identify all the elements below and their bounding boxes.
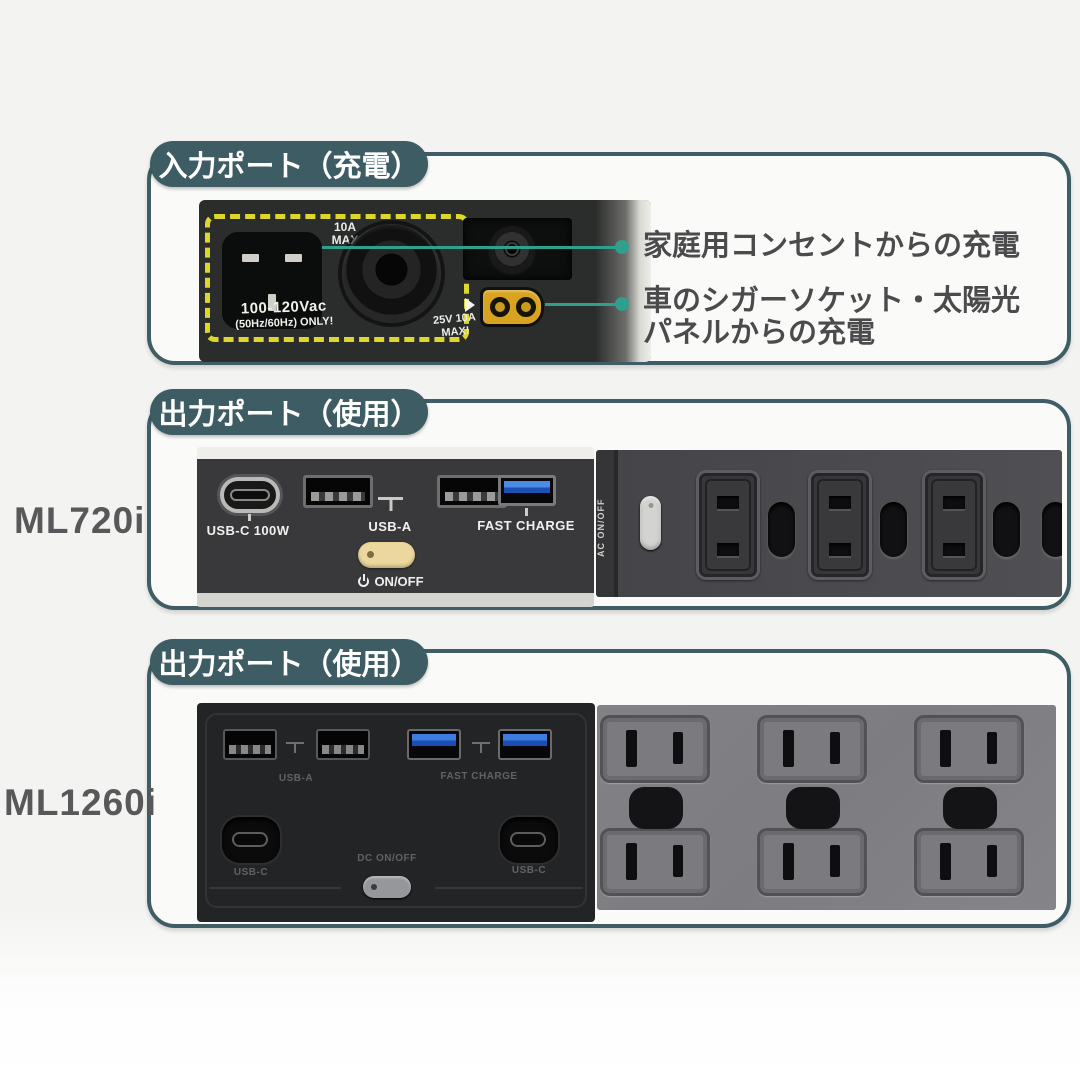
input-ports-badge-label: 入力ポート（充電） (158, 151, 420, 183)
outlet-slot (717, 543, 739, 556)
dc-power-label: DC ON/OFF (357, 853, 417, 864)
fast-charge-usb-port (498, 475, 556, 506)
outlet-slot (829, 496, 851, 509)
ground-hole (629, 787, 683, 829)
ground-hole (943, 787, 997, 829)
ml1260i-output-badge: 出力ポート（使用） (150, 639, 428, 685)
usb-c-port-label: USB-C 100W (206, 523, 290, 538)
voltage-note: 100-120Vac (50Hz/60Hz) ONLY! (209, 297, 360, 331)
xt60-pin (490, 297, 510, 317)
usb-a-port (223, 729, 277, 760)
dc-jack-recess (463, 218, 572, 280)
label-tick (525, 508, 528, 516)
ac-inlet-pin (285, 254, 302, 262)
ac-inlet-socket (222, 232, 322, 329)
outlet-slot (943, 496, 965, 509)
ac-inlet-pin (268, 294, 276, 311)
ac-outlet (600, 715, 710, 783)
ac-outlet-face (705, 479, 751, 571)
ac-outlet (914, 828, 1024, 896)
power-icon (358, 576, 370, 587)
power-button (358, 542, 415, 568)
model-name-ml1260i: ML1260i (4, 782, 158, 823)
fast-charge-usb-port (498, 729, 552, 760)
ml720i-ac-panel-photo: AC ON/OFF (596, 450, 1062, 597)
panel-groove (209, 887, 341, 889)
label-bracket (286, 742, 304, 756)
callout-dot-dc (615, 297, 629, 311)
annotation-ac-charging: 家庭用コンセントからの充電 (643, 230, 1021, 262)
usb-a-port (316, 729, 370, 760)
outlet-slot (943, 543, 965, 556)
vent-hole (1042, 502, 1062, 557)
callout-line-dc (545, 303, 622, 306)
usb-a-ports-label: USB-A (278, 773, 314, 784)
ac-inlet-pin (242, 254, 259, 262)
annotation-dc-charging: 車のシガーソケット・太陽光 パネルからの充電 (643, 285, 1021, 350)
ml1260i-usb-panel-photo: USB-A FAST CHARGE USB-C USB-C DC ON/OFF (197, 703, 595, 922)
dc-jack-hole (505, 242, 519, 256)
outlet-slot (829, 543, 851, 556)
usb-c-port (220, 477, 280, 513)
power-button-label: ON/OFF (374, 574, 424, 589)
callout-dot-ac (615, 240, 629, 254)
panel-outline (205, 713, 587, 908)
xt60-solar-input-connector (480, 287, 544, 327)
ml720i-output-badge-label: 出力ポート（使用） (158, 399, 420, 431)
usb-c-port-label: USB-C (233, 867, 269, 878)
ac-outlet (757, 715, 867, 783)
label-bracket (378, 497, 403, 514)
ac-outlet (600, 828, 710, 896)
fuse-holder (342, 224, 441, 323)
ac-power-button (640, 496, 661, 550)
model-name-ml720i: ML720i (14, 500, 146, 541)
ac-outlet-face (931, 479, 977, 571)
usb-a-port (303, 475, 373, 508)
input-ports-badge: 入力ポート（充電） (150, 141, 428, 187)
fast-charge-usb-port (407, 729, 461, 760)
label-bracket (472, 742, 490, 756)
ac-on-off-vertical-label: AC ON/OFF (596, 498, 606, 558)
usb-a-port (437, 475, 507, 508)
ml1260i-output-badge-label: 出力ポート（使用） (158, 649, 420, 681)
vent-hole (768, 502, 795, 557)
device-edge (595, 200, 651, 362)
ml720i-usb-panel-photo: USB-C 100W USB-A FAST CHARGE ON/OFF (197, 447, 594, 607)
vent-hole (993, 502, 1020, 557)
vent-hole (880, 502, 907, 557)
callout-line-ac (322, 246, 622, 249)
dc-barrel-jack (489, 226, 535, 272)
label-tick (248, 514, 251, 521)
arrow-right-icon (465, 298, 475, 312)
power-button (363, 876, 411, 898)
ac-outlet (808, 470, 872, 580)
usb-c-port (222, 817, 280, 863)
ml1260i-ac-panel-photo (597, 705, 1056, 910)
panel-groove (435, 887, 583, 889)
ac-outlet (696, 470, 760, 580)
ac-outlet (757, 828, 867, 896)
power-button-label-row: ON/OFF (345, 574, 437, 589)
outlet-slot (717, 496, 739, 509)
ac-outlet-face (817, 479, 863, 571)
dc-max-note: 25V 10A MAX! (432, 311, 477, 339)
usb-a-ports-label: USB-A (368, 519, 412, 534)
usb-c-port (500, 817, 558, 863)
ground-hole (786, 787, 840, 829)
ml720i-output-badge: 出力ポート（使用） (150, 389, 428, 435)
fast-charge-label: FAST CHARGE (477, 518, 575, 533)
xt60-pin (516, 297, 536, 317)
fast-charge-label: FAST CHARGE (440, 771, 518, 782)
usb-c-port-label: USB-C (511, 865, 547, 876)
ac-outlet (922, 470, 986, 580)
ac-outlet (914, 715, 1024, 783)
input-panel-photo: 10A MAX 100-120Vac (50Hz/60Hz) ONLY! 25V… (199, 200, 651, 362)
